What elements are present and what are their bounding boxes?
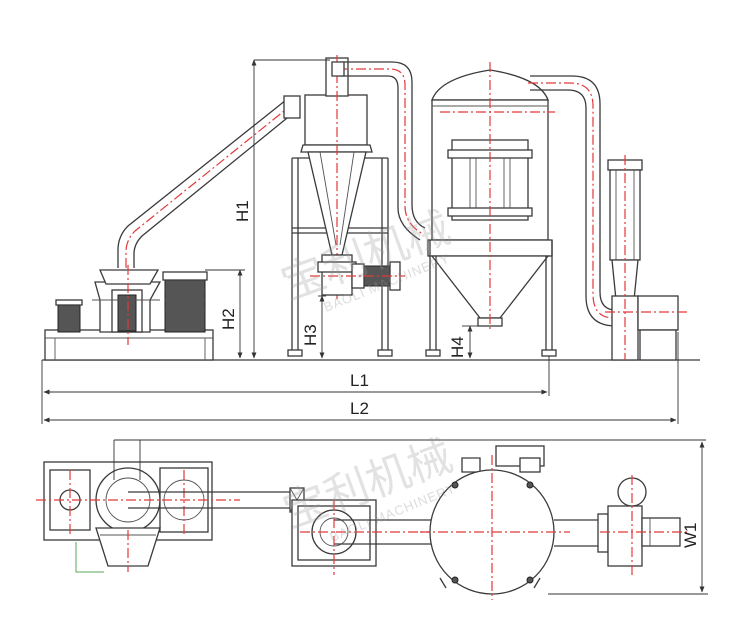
elevation-view: H1 H2 H3 H4 L1 L2 [41, 55, 700, 424]
bag-filter [425, 62, 557, 357]
label-l1: L1 [350, 371, 369, 390]
plan-view: W1 [36, 439, 708, 600]
mill-unit [44, 265, 214, 361]
dim-h1: H1 [233, 59, 330, 359]
label-h4: H4 [448, 336, 467, 358]
mill-plan [36, 461, 240, 573]
transfer-duct [331, 61, 426, 241]
dim-h2: H2 [205, 269, 245, 359]
label-h3: H3 [301, 324, 320, 346]
label-w1: W1 [681, 523, 700, 549]
exhaust-duct [528, 75, 617, 327]
feed-duct [117, 95, 301, 268]
label-h1: H1 [233, 200, 252, 222]
dim-l1: L1 [41, 356, 550, 424]
dim-h4: H4 [448, 325, 478, 359]
fan-plan [554, 475, 690, 575]
cyclone-unit [287, 55, 405, 357]
cyclone-plan [291, 499, 455, 575]
dim-l2: L2 [43, 332, 679, 424]
fan-unit [605, 155, 690, 361]
label-l2: L2 [350, 399, 369, 418]
filter-plan [420, 445, 570, 600]
label-h2: H2 [219, 308, 238, 330]
dim-w1: W1 [548, 441, 708, 595]
dim-h3: H3 [301, 295, 326, 359]
